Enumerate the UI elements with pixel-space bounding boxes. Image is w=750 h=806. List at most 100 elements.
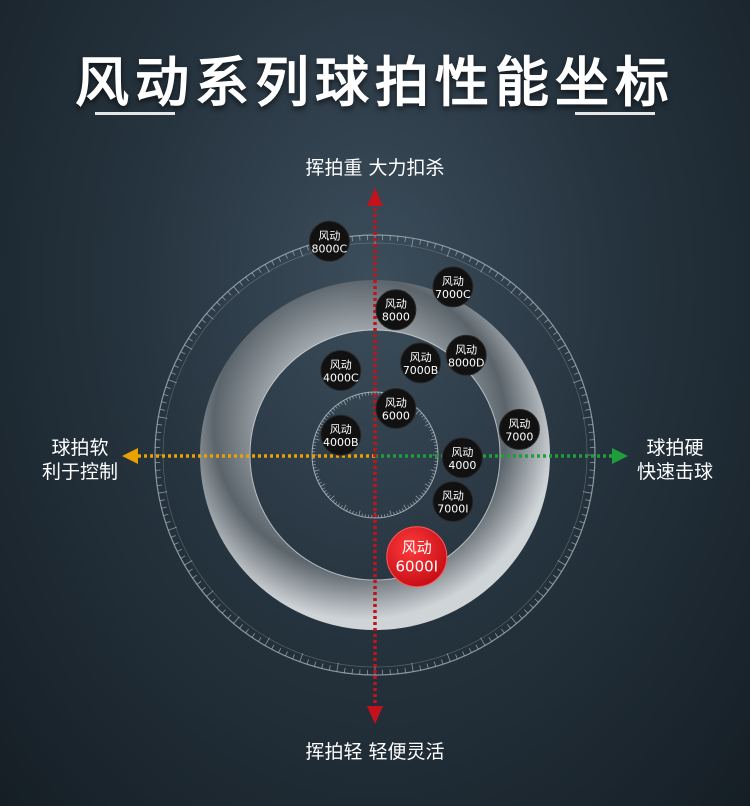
ring-tick xyxy=(419,412,423,416)
ring-tick xyxy=(412,501,415,505)
ring-tick xyxy=(158,491,168,494)
point-label-line1: 风动 xyxy=(508,417,530,430)
ring-tick xyxy=(431,473,436,475)
ring-tick xyxy=(299,653,304,662)
ring-tick xyxy=(351,668,353,674)
ring-tick xyxy=(510,616,517,624)
ring-tick xyxy=(306,659,309,665)
ring-tick xyxy=(271,644,275,650)
ring-tick xyxy=(524,296,529,301)
ring-tick xyxy=(397,236,399,242)
ring-tick xyxy=(587,423,593,426)
ring-tick xyxy=(411,662,414,672)
ring-tick xyxy=(433,441,437,443)
ring-tick xyxy=(475,644,479,650)
point-label-line1: 风动 xyxy=(455,343,477,356)
ring-tick xyxy=(343,667,346,673)
ring-tick xyxy=(419,665,422,671)
ring-tick xyxy=(306,245,309,251)
point-label-line1: 风动 xyxy=(410,351,432,364)
ring-tick xyxy=(352,510,354,514)
ring-tick xyxy=(414,499,418,503)
ring-tick xyxy=(424,483,430,487)
point-label-line2: 4000 xyxy=(448,459,476,472)
ring-tick xyxy=(343,400,347,406)
ring-tick xyxy=(318,426,322,429)
ring-tick xyxy=(340,505,343,509)
ring-tick xyxy=(446,248,451,257)
ring-tick xyxy=(321,487,325,490)
ring-tick xyxy=(316,476,320,478)
up-arrow-icon xyxy=(367,188,383,206)
ring-tick xyxy=(507,281,511,286)
ring-tick xyxy=(349,397,351,401)
ring-tick xyxy=(421,415,425,418)
ring-tick xyxy=(271,260,275,266)
axis-label-left: 球拍软 利于控制 xyxy=(25,436,135,484)
ring-tick xyxy=(433,661,437,667)
ring-tick xyxy=(233,286,240,294)
ring-tick xyxy=(323,417,327,421)
ring-tick xyxy=(351,236,353,242)
ring-tick xyxy=(335,501,338,505)
ring-tick xyxy=(239,624,243,629)
ring-tick xyxy=(585,499,591,502)
point-label-line2: 8000 xyxy=(382,311,410,324)
ring-tick xyxy=(227,614,232,619)
point-label-line2: 4000B xyxy=(323,436,359,449)
ring-tick xyxy=(404,667,407,673)
point-badge xyxy=(320,414,362,456)
ring-tick xyxy=(579,386,585,389)
ring-tick xyxy=(292,654,295,660)
page-title: 风动系列球拍性能坐标 xyxy=(75,51,675,114)
point-label-line2: 7000B xyxy=(403,364,439,377)
ring-tick xyxy=(192,331,197,336)
point-label-line1: 风动 xyxy=(385,397,407,410)
ring-tick xyxy=(430,476,434,478)
ring-tick xyxy=(423,417,427,421)
ring-tick xyxy=(455,654,458,660)
ring-tick xyxy=(170,372,176,375)
point-badge xyxy=(308,220,350,262)
ring-tick xyxy=(544,319,549,323)
ring-tick xyxy=(588,477,594,479)
ring-tick xyxy=(568,548,573,552)
ring-tick xyxy=(581,513,587,517)
ring-tick xyxy=(407,505,410,509)
ring-tick xyxy=(419,494,423,498)
ring-tick xyxy=(426,663,429,669)
ring-tick xyxy=(318,481,322,484)
ring-tick xyxy=(393,511,395,516)
ring-tick xyxy=(441,245,444,251)
ring-tick xyxy=(314,469,320,472)
point-label-line2: 8000D xyxy=(448,356,484,369)
ring-tick xyxy=(501,276,505,282)
ring-tick xyxy=(529,301,534,306)
ring-tick xyxy=(518,614,523,619)
ring-tick xyxy=(328,665,331,671)
ring-tick xyxy=(159,408,165,411)
ring-tick xyxy=(425,420,429,423)
ring-tick xyxy=(332,499,336,503)
ring-tick xyxy=(330,495,335,500)
ring-tick xyxy=(446,653,451,662)
ring-tick xyxy=(314,473,319,475)
point-label-line1: 风动 xyxy=(402,539,432,557)
ring-tick xyxy=(462,253,465,259)
ring-tick xyxy=(564,351,570,355)
point-label-line1: 风动 xyxy=(451,446,473,459)
ring-tick xyxy=(548,581,554,585)
ring-tick xyxy=(346,508,349,512)
point-label-line2: 6000 xyxy=(382,410,410,423)
ring-tick xyxy=(184,560,193,566)
ring-tick xyxy=(177,548,182,552)
ring-tick xyxy=(419,239,422,245)
racket-points: 风动8000C风动7000C风动8000风动8000D风动7000B风动4000… xyxy=(308,220,540,588)
ring-tick xyxy=(285,253,288,259)
ring-tick xyxy=(156,477,162,479)
point-badge xyxy=(375,289,417,331)
ring-tick xyxy=(573,379,582,384)
ring-tick xyxy=(355,394,357,399)
